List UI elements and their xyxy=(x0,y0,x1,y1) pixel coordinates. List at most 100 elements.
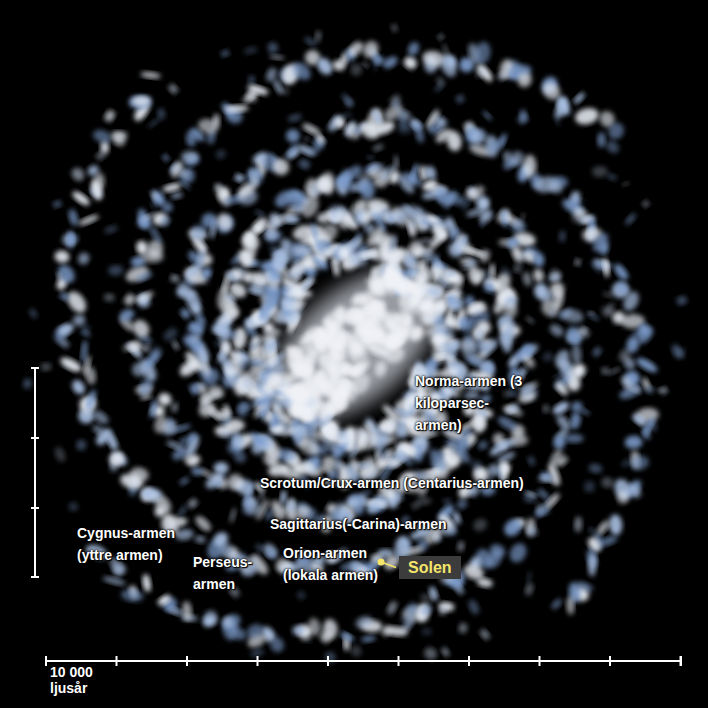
star-cloud xyxy=(487,137,504,155)
star-cloud xyxy=(419,593,434,603)
star-cloud xyxy=(441,43,452,60)
star-cloud xyxy=(396,114,409,129)
star-cloud xyxy=(440,646,451,658)
star-cloud xyxy=(482,270,492,285)
star-cloud xyxy=(166,416,174,427)
star-cloud xyxy=(122,292,137,308)
star-cloud xyxy=(571,401,583,413)
star-cloud xyxy=(602,291,614,299)
star-cloud xyxy=(314,132,326,145)
star-cloud xyxy=(606,366,622,376)
star-cloud xyxy=(181,601,193,622)
star-cloud xyxy=(212,183,232,209)
star-cloud xyxy=(543,404,550,413)
star-cloud xyxy=(670,343,683,359)
star-cloud xyxy=(225,104,249,113)
star-cloud xyxy=(500,334,512,354)
star-cloud xyxy=(574,516,583,532)
star-cloud xyxy=(253,542,266,555)
star-cloud xyxy=(439,606,447,616)
star-cloud xyxy=(549,597,563,612)
star-cloud xyxy=(409,122,422,132)
star-cloud xyxy=(298,347,321,371)
star-cloud xyxy=(320,172,335,195)
star-cloud xyxy=(572,91,587,106)
star-cloud xyxy=(526,525,540,539)
star-cloud xyxy=(460,264,472,271)
star-cloud xyxy=(156,391,174,408)
star-cloud xyxy=(477,207,496,225)
star-cloud xyxy=(394,440,405,452)
star-cloud xyxy=(80,340,89,364)
star-cloud xyxy=(459,195,472,212)
star-cloud xyxy=(162,182,183,194)
star-cloud xyxy=(178,436,189,447)
star-cloud xyxy=(196,277,210,286)
star-cloud xyxy=(641,199,650,208)
star-cloud xyxy=(103,293,115,302)
star-cloud xyxy=(360,635,376,644)
star-cloud xyxy=(589,257,607,275)
star-cloud xyxy=(476,196,490,211)
star-cloud xyxy=(191,466,204,476)
star-cloud xyxy=(231,447,249,465)
star-cloud xyxy=(569,411,582,430)
star-cloud xyxy=(141,344,151,353)
star-cloud xyxy=(371,200,379,207)
star-cloud xyxy=(170,191,183,200)
star-cloud xyxy=(519,109,528,123)
star-cloud xyxy=(64,288,90,316)
star-cloud xyxy=(623,212,637,227)
star-cloud xyxy=(407,163,420,186)
star-cloud xyxy=(400,614,415,624)
star-cloud xyxy=(327,340,350,365)
star-cloud xyxy=(200,266,213,280)
star-cloud xyxy=(629,384,643,395)
star-cloud xyxy=(385,330,405,351)
star-cloud xyxy=(323,310,343,332)
star-cloud xyxy=(390,23,398,33)
star-cloud xyxy=(444,55,457,69)
star-cloud xyxy=(422,645,440,662)
star-cloud xyxy=(448,440,456,454)
star-cloud xyxy=(148,399,159,419)
star-cloud xyxy=(153,505,167,518)
star-cloud xyxy=(535,502,542,513)
star-cloud xyxy=(372,119,397,138)
star-cloud xyxy=(451,289,465,302)
star-cloud xyxy=(214,183,221,190)
star-cloud xyxy=(149,189,159,201)
star-cloud xyxy=(502,404,524,418)
star-cloud xyxy=(432,114,449,130)
star-cloud xyxy=(460,315,473,330)
star-cloud xyxy=(608,514,623,536)
star-cloud xyxy=(357,293,371,307)
star-cloud xyxy=(52,199,63,208)
star-cloud xyxy=(301,637,311,642)
star-cloud xyxy=(243,45,258,55)
star-cloud xyxy=(373,265,397,290)
scale-tick xyxy=(116,656,118,666)
star-cloud xyxy=(181,150,199,162)
star-cloud xyxy=(420,238,435,245)
star-cloud xyxy=(624,435,642,449)
star-cloud xyxy=(402,54,420,72)
scale-tick xyxy=(186,656,188,666)
star-cloud xyxy=(295,589,307,601)
star-cloud xyxy=(353,614,374,631)
star-cloud xyxy=(496,414,519,433)
star-cloud xyxy=(246,83,269,97)
star-cloud xyxy=(421,302,436,326)
star-cloud xyxy=(622,181,630,187)
star-cloud xyxy=(238,360,249,370)
star-cloud xyxy=(120,588,144,603)
star-cloud xyxy=(70,378,88,397)
star-cloud xyxy=(178,306,192,320)
star-cloud xyxy=(372,142,385,152)
arm-label: Orion-armen (lokala armen) xyxy=(283,542,395,586)
star-cloud xyxy=(617,347,632,363)
scale-tick xyxy=(31,437,39,439)
star-cloud xyxy=(236,400,250,418)
star-cloud xyxy=(56,321,76,338)
star-cloud xyxy=(335,117,345,128)
